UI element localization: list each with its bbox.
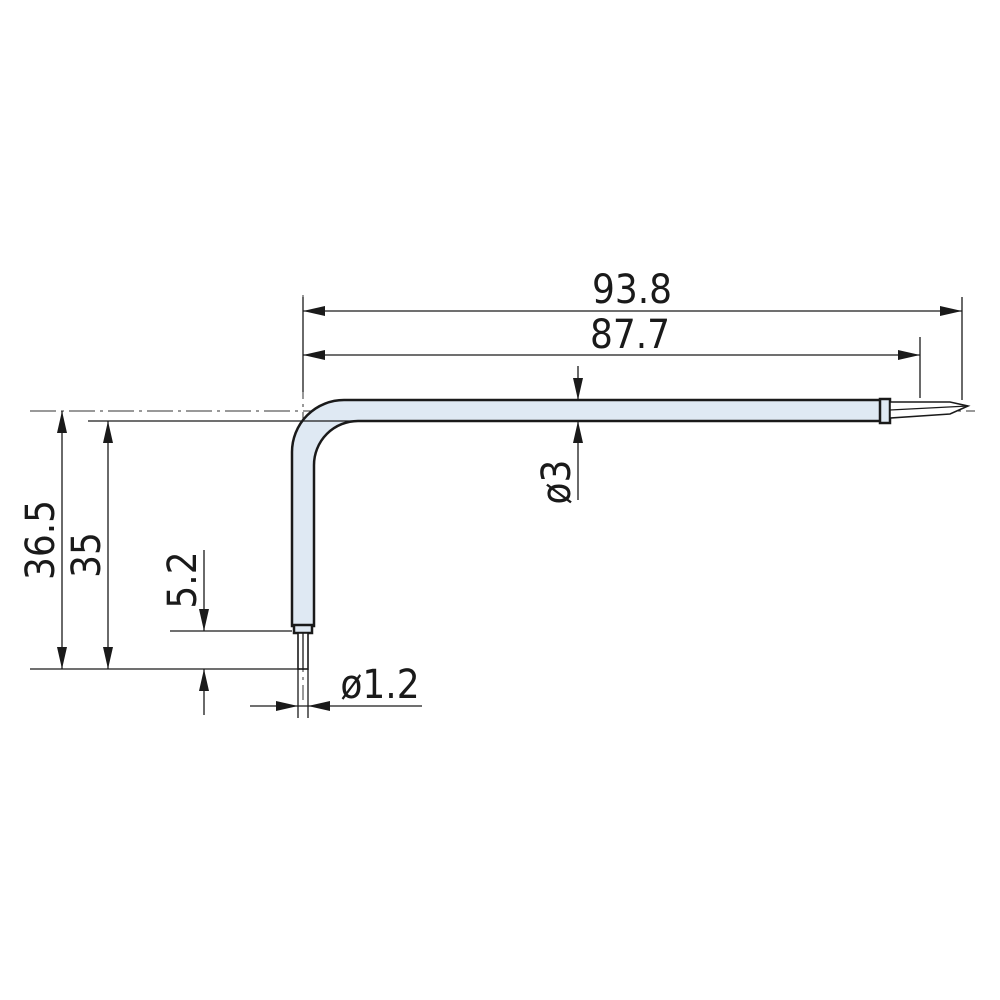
arrow-36-5-bottom [57,647,67,669]
dim-label-35: 35 [64,532,110,578]
arrow-36-5-top [57,411,67,433]
horizontal-tip [889,401,971,419]
arrow-35-top [103,421,113,443]
arrow-dia3-bottom [573,421,583,443]
dim-label-5-2: 5.2 [160,551,206,608]
stylus-body [290,398,884,628]
stylus-collar [878,397,892,425]
arrow-5-2-bottom [199,669,209,691]
dim-label-87-7: 87.7 [590,312,670,358]
dim-label-93-8: 93.8 [592,267,672,313]
dim-label-36-5: 36.5 [18,500,64,580]
arrow-dia1-2-right [308,701,330,711]
horizontal-tip-edge [889,405,969,411]
arrow-93-8-left [303,306,325,316]
arrow-87-7-right [898,350,920,360]
arrow-5-2-top [199,609,209,631]
arrow-35-bottom [103,647,113,669]
arrow-dia1-2-left [276,701,298,711]
arrow-87-7-left [303,350,325,360]
arrow-dia3-top [573,378,583,400]
dim-label-dia1-2: ø1.2 [340,662,419,708]
dim-label-dia3: ø3 [534,460,580,505]
vertical-tip-collar [292,623,314,635]
arrow-93-8-right [940,306,962,316]
